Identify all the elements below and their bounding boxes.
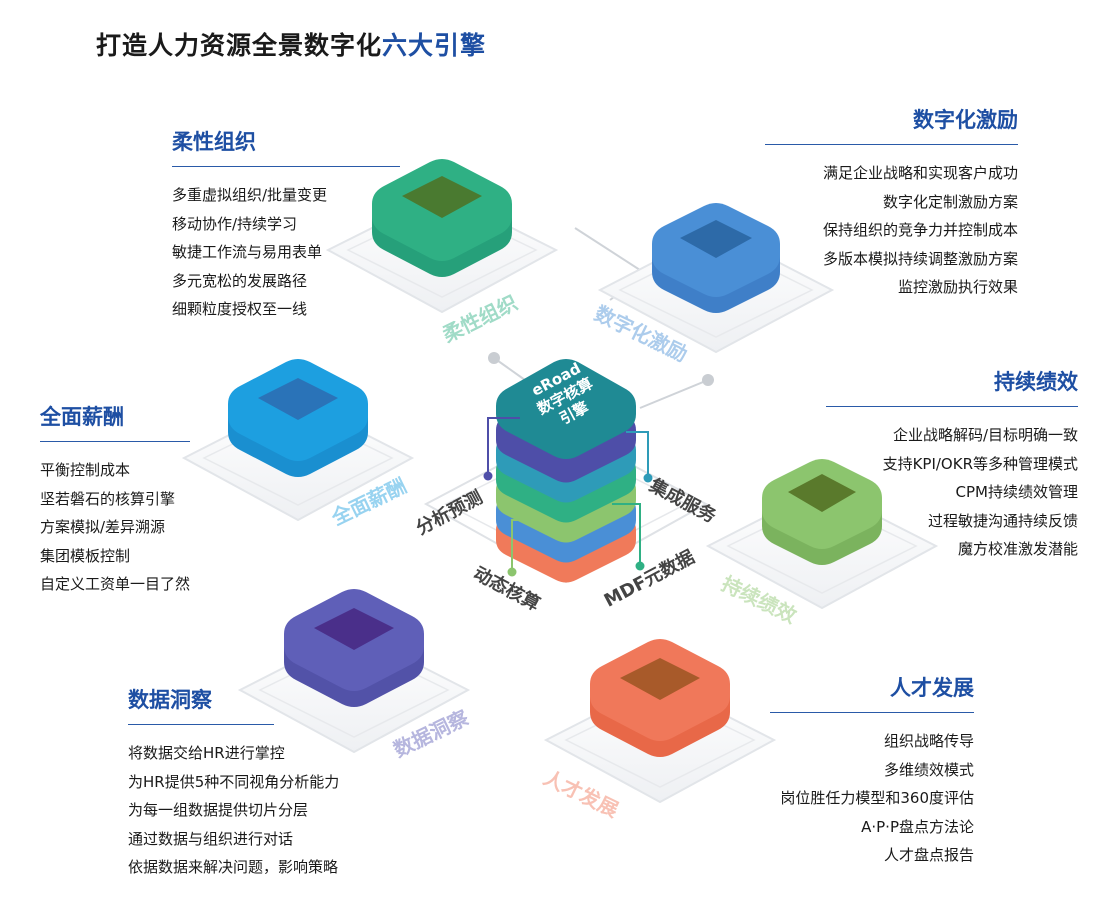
list-item: 为每一组数据提供切片分层 (128, 801, 309, 819)
list-item: 敏捷工作流与易用表单 (172, 243, 323, 261)
section-continuous-performance: 持续绩效 企业战略解码/目标明确一致 支持KPI/OKR等多种管理模式 CPM持… (826, 366, 1078, 564)
section-full-compensation: 全面薪酬 平衡控制成本 坚若磐石的核算引擎 方案模拟/差异溯源 集团模板控制 自… (40, 401, 190, 599)
section-divider (40, 441, 190, 442)
section-title: 人才发展 (890, 676, 974, 700)
tile-talent-development: 人才发展 (540, 639, 777, 822)
list-item: CPM持续绩效管理 (955, 483, 1078, 501)
connector-dot (702, 374, 714, 386)
list-item: 多版本模拟持续调整激励方案 (822, 249, 1018, 268)
section-title: 柔性组织 (172, 130, 256, 154)
list-item: 满足企业战略和实现客户成功 (822, 164, 1018, 182)
section-items: 将数据交给HR进行掌控 为HR提供5种不同视角分析能力 为每一组数据提供切片分层… (128, 739, 340, 882)
list-item: 多维绩效模式 (883, 760, 974, 779)
list-item: A·P·P盘点方法论 (861, 817, 974, 836)
section-items: 组织战略传导 多维绩效模式 岗位胜任力模型和360度评估 A·P·P盘点方法论 … (770, 727, 974, 870)
list-item: 数字化定制激励方案 (882, 192, 1018, 211)
list-item: 为HR提供5种不同视角分析能力 (128, 772, 340, 791)
list-item: 多重虚拟组织/批量变更 (172, 186, 328, 204)
section-title: 全面薪酬 (40, 405, 124, 429)
section-divider (128, 724, 274, 725)
section-divider (826, 406, 1078, 407)
list-item: 监控激励执行效果 (897, 278, 1018, 296)
tile-full-compensation: 全面薪酬 (181, 359, 415, 530)
list-item: 坚若磐石的核算引擎 (40, 489, 176, 508)
page-title-main: 打造人力资源全景数字化 (96, 31, 383, 60)
section-title: 持续绩效 (994, 370, 1078, 394)
core-label-dynamic: 动态核算 (470, 562, 544, 615)
list-item: 人才盘点报告 (883, 846, 974, 864)
list-item: 依据数据来解决问题，影响策略 (128, 858, 339, 876)
list-item: 支持KPI/OKR等多种管理模式 (882, 454, 1078, 473)
section-items: 多重虚拟组织/批量变更 移动协作/持续学习 敏捷工作流与易用表单 多元宽松的发展… (172, 181, 400, 324)
list-item: 岗位胜任力模型和360度评估 (780, 789, 974, 807)
list-item: 细颗粒度授权至一线 (172, 300, 308, 318)
connector-dot (488, 352, 500, 364)
list-item: 组织战略传导 (883, 732, 974, 750)
section-title: 数字化激励 (913, 108, 1018, 132)
list-item: 将数据交给HR进行掌控 (128, 744, 285, 762)
list-item: 移动协作/持续学习 (172, 214, 298, 233)
page-title-accent: 六大引擎 (382, 31, 487, 60)
list-item: 过程敏捷沟通持续反馈 (927, 511, 1078, 530)
section-items: 平衡控制成本 坚若磐石的核算引擎 方案模拟/差异溯源 集团模板控制 自定义工资单… (40, 456, 190, 599)
list-item: 企业战略解码/目标明确一致 (892, 426, 1078, 444)
section-talent-development: 人才发展 组织战略传导 多维绩效模式 岗位胜任力模型和360度评估 A·P·P盘… (770, 672, 974, 870)
list-item: 自定义工资单一目了然 (40, 575, 191, 593)
tile-data-insight: 数据洞察 (237, 589, 473, 762)
core-engine: eRoad 数字核算 引擎 分析预测 集成服务 动态核算 MDF元数据 (412, 359, 721, 615)
section-divider (770, 712, 974, 713)
list-item: 多元宽松的发展路径 (172, 271, 308, 290)
tile-digital-incentive: 数字化激励 (591, 203, 835, 366)
list-item: 保持组织的竞争力并控制成本 (822, 221, 1018, 239)
section-title: 数据洞察 (128, 688, 212, 712)
section-items: 企业战略解码/目标明确一致 支持KPI/OKR等多种管理模式 CPM持续绩效管理… (826, 421, 1078, 564)
section-divider (172, 166, 400, 167)
list-item: 平衡控制成本 (40, 461, 131, 479)
section-flexible-org: 柔性组织 多重虚拟组织/批量变更 移动协作/持续学习 敏捷工作流与易用表单 多元… (172, 126, 400, 324)
section-data-insight: 数据洞察 将数据交给HR进行掌控 为HR提供5种不同视角分析能力 为每一组数据提… (128, 684, 340, 882)
list-item: 通过数据与组织进行对话 (128, 829, 294, 848)
page-title: 打造人力资源全景数字化六大引擎 (96, 26, 486, 62)
list-item: 方案模拟/差异溯源 (40, 518, 166, 536)
section-divider (765, 144, 1018, 145)
list-item: 集团模板控制 (40, 546, 131, 565)
list-item: 魔方校准激发潜能 (957, 540, 1078, 558)
section-items: 满足企业战略和实现客户成功 数字化定制激励方案 保持组织的竞争力并控制成本 多版… (765, 159, 1018, 302)
section-digital-incentive: 数字化激励 满足企业战略和实现客户成功 数字化定制激励方案 保持组织的竞争力并控… (765, 104, 1018, 302)
